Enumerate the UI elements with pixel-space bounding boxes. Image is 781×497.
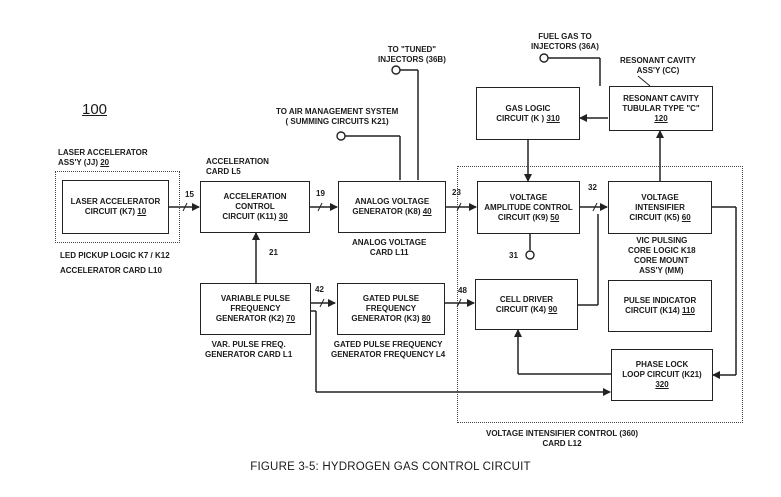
terminal-tuned-injectors bbox=[391, 65, 401, 75]
label-resonant-cavity-assy: RESONANT CAVITY ASS'Y (CC) bbox=[620, 56, 696, 75]
signal-15: 15 bbox=[185, 190, 194, 199]
label-voltage-intensifier-control: VOLTAGE INTENSIFIER CONTROL (360) CARD L… bbox=[486, 429, 639, 448]
analog-voltage-generator: ANALOG VOLTAGE GENERATOR (K8) 40 bbox=[338, 181, 446, 233]
resonant-cavity-tubular: RESONANT CAVITY TUBULAR TYPE "C" 120 bbox=[609, 86, 713, 131]
label-vic-pulsing: VIC PULSING CORE LOGIC K18 bbox=[628, 236, 696, 255]
label-laser-accelerator-assy: LASER ACCELERATOR ASS'Y (JJ) 20 bbox=[58, 148, 148, 167]
label-core-mount: CORE MOUNT ASS'Y (MM) bbox=[634, 256, 689, 275]
label-fuel-gas: FUEL GAS TO INJECTORS (36A) bbox=[531, 32, 599, 51]
variable-pulse-frequency-generator: VARIABLE PULSE FREQUENCY GENERATOR (K2) … bbox=[200, 283, 311, 335]
voltage-amplitude-control-circuit: VOLTAGE AMPLITUDE CONTROL CIRCUIT (K9) 5… bbox=[477, 181, 580, 234]
gas-logic-circuit: GAS LOGIC CIRCUIT (K ) 310 bbox=[476, 87, 580, 140]
signal-19: 19 bbox=[316, 189, 325, 198]
terminal-air-management bbox=[336, 131, 346, 141]
signal-48: 48 bbox=[458, 286, 467, 295]
label-tuned-injectors: TO "TUNED" INJECTORS (36B) bbox=[378, 45, 446, 64]
pulse-indicator-circuit: PULSE INDICATOR CIRCUIT (K14) 110 bbox=[608, 280, 712, 332]
label-analog-voltage-card: ANALOG VOLTAGE CARD L11 bbox=[352, 238, 427, 257]
label-var-pulse-card: VAR. PULSE FREQ. GENERATOR CARD L1 bbox=[205, 340, 293, 359]
vic-control-frame bbox=[457, 166, 743, 423]
terminal-31 bbox=[525, 250, 535, 260]
cell-driver-circuit: CELL DRIVER CIRCUIT (K4) 90 bbox=[475, 279, 578, 330]
signal-32: 32 bbox=[588, 183, 597, 192]
phase-lock-loop-circuit: PHASE LOCK LOOP CIRCUIT (K21) 320 bbox=[611, 349, 713, 401]
laser-assy-frame bbox=[55, 171, 180, 243]
signal-23: 23 bbox=[452, 188, 461, 197]
figure-reference: 100 bbox=[82, 101, 108, 118]
label-acceleration-card: ACCELERATION CARD L5 bbox=[206, 157, 269, 176]
gated-pulse-frequency-generator: GATED PULSE FREQUENCY GENERATOR (K3) 80 bbox=[337, 283, 445, 335]
label-led-pickup: LED PICKUP LOGIC K7 / K12 ACCELERATOR CA… bbox=[60, 251, 170, 275]
label-gated-pulse-card: GATED PULSE FREQUENCY GENERATOR FREQUENC… bbox=[331, 340, 446, 359]
laser-accelerator-circuit: LASER ACCELERATOR CIRCUIT (K7) 10 bbox=[62, 180, 169, 234]
signal-31: 31 bbox=[509, 251, 518, 260]
label-air-management: TO AIR MANAGEMENT SYSTEM ( SUMMING CIRCU… bbox=[276, 107, 399, 126]
terminal-fuel-gas bbox=[539, 53, 549, 63]
figure-caption: FIGURE 3-5: HYDROGEN GAS CONTROL CIRCUIT bbox=[250, 461, 531, 473]
voltage-intensifier-circuit: VOLTAGE INTENSIFIER CIRCUIT (K5) 60 bbox=[608, 181, 712, 234]
acceleration-control-circuit: ACCELERATION CONTROL CIRCUIT (K11) 30 bbox=[200, 181, 310, 233]
signal-42: 42 bbox=[315, 285, 324, 294]
signal-21: 21 bbox=[269, 248, 278, 257]
